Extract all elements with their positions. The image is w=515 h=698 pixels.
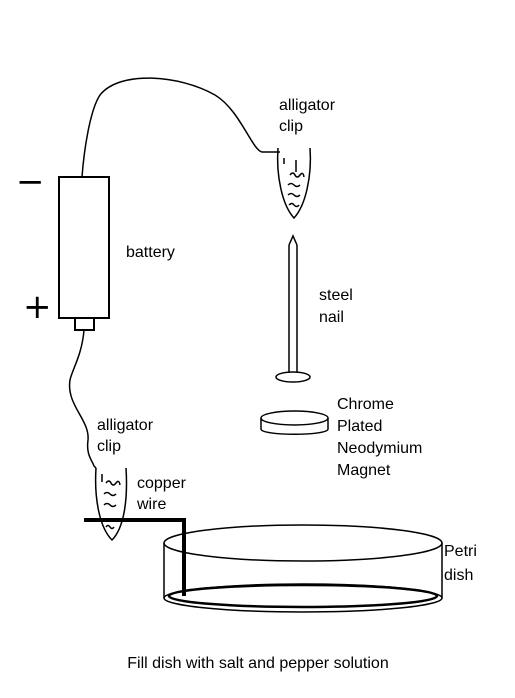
copper-label-line2: wire [136, 496, 166, 513]
dish-label-line1: Petri [444, 543, 477, 560]
magnet [260, 410, 329, 435]
copper-wire [84, 518, 186, 596]
top-alligator-clip [276, 147, 312, 220]
battery-body [58, 176, 110, 319]
battery-terminal [74, 317, 95, 331]
bottom-wire [68, 329, 97, 469]
bottom-alligator-clip [94, 467, 128, 542]
magnet-label-line4: Magnet [337, 462, 391, 479]
dish-label-line2: dish [444, 567, 473, 584]
battery [58, 176, 110, 331]
nail-label-line1: steel [319, 287, 353, 304]
steel-nail [275, 234, 311, 383]
nail-head [275, 371, 311, 383]
top-clip-label-line1: alligator [279, 97, 336, 114]
bottom-clip-label-line1: alligator [97, 417, 154, 434]
magnet-label-line2: Plated [337, 418, 382, 435]
magnet-label-line1: Chrome [337, 396, 394, 413]
caption: Fill dish with salt and pepper solution [127, 655, 388, 672]
top-clip-label-line2: clip [279, 118, 303, 135]
top-wire [81, 77, 280, 178]
battery-label: battery [126, 244, 175, 261]
copper-label-line1: copper [137, 475, 187, 492]
nail-label-line2: nail [319, 309, 344, 326]
bottom-clip-label-line2: clip [97, 438, 121, 455]
plus-sign: + [23, 287, 52, 327]
petri-dish [163, 524, 443, 613]
magnet-label-line3: Neodymium [337, 440, 422, 457]
minus-sign: − [16, 162, 45, 202]
